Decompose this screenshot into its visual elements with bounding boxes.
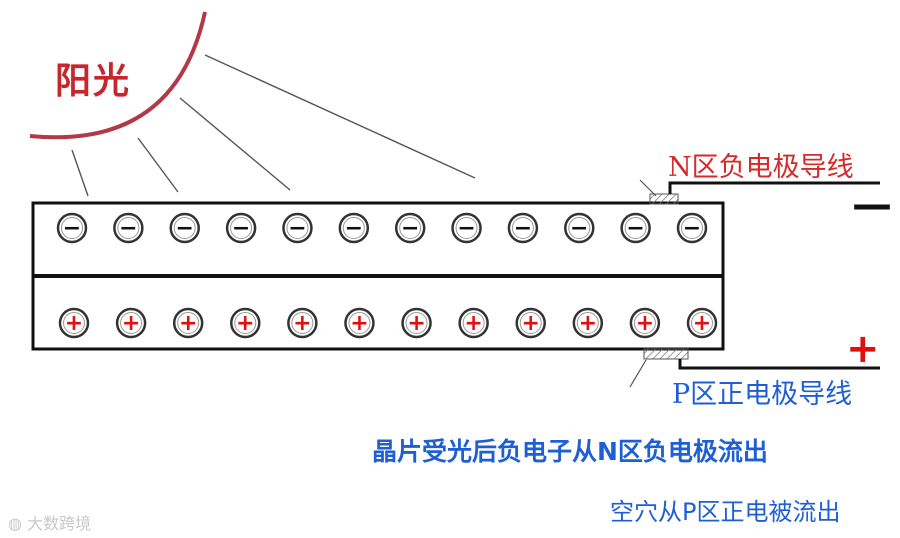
hole-charge: +	[688, 309, 716, 337]
hole-charge-symbol: +	[179, 311, 197, 336]
electron-charge-symbol: −	[570, 216, 588, 241]
hole-charge: +	[231, 309, 259, 337]
p-electrode-label: P区正电极导线	[672, 372, 852, 411]
p-contact-pointer	[630, 360, 646, 387]
hole-flow-caption: 空穴从P区正电被流出	[610, 492, 840, 527]
electron-charge: −	[678, 214, 706, 242]
electron-charge-symbol: −	[119, 216, 137, 241]
n-wire	[670, 183, 880, 194]
hole-charge: +	[517, 309, 545, 337]
electron-charge-symbol: −	[401, 216, 419, 241]
hole-charge-symbol: +	[350, 311, 368, 336]
hole-charge-symbol: +	[464, 311, 482, 336]
hole-charge: +	[403, 309, 431, 337]
light-ray	[205, 55, 475, 178]
hole-charge: +	[60, 309, 88, 337]
electron-charge-symbol: −	[457, 216, 475, 241]
positive-terminal-sign: +	[846, 326, 880, 372]
hole-charge-symbol: +	[65, 311, 83, 336]
hole-charge-symbol: +	[236, 311, 254, 336]
electron-flow-caption: 晶片受光后负电子从N区负电极流出	[372, 432, 768, 468]
electron-charge: −	[340, 214, 368, 242]
electron-charge-symbol: −	[514, 216, 532, 241]
electron-charge: −	[622, 214, 650, 242]
hole-charge: +	[574, 309, 602, 337]
sunlight-label: 阳光	[55, 52, 131, 104]
electron-charge: −	[58, 214, 86, 242]
electron-charge-symbol: −	[345, 216, 363, 241]
hole-charge-symbol: +	[122, 311, 140, 336]
electron-charge: −	[283, 214, 311, 242]
hole-charge: +	[174, 309, 202, 337]
n-electrode-contact	[650, 194, 678, 204]
n-electrode-label: N区负电极导线	[668, 145, 854, 184]
hole-charge-symbol: +	[522, 311, 540, 336]
electron-charge-symbol: −	[232, 216, 250, 241]
electron-charge-symbol: −	[63, 216, 81, 241]
electron-charge: −	[227, 214, 255, 242]
hole-charge: +	[117, 309, 145, 337]
hole-charge-symbol: +	[407, 311, 425, 336]
electron-charge-symbol: −	[176, 216, 194, 241]
electron-charge: −	[396, 214, 424, 242]
electron-charge-symbol: −	[626, 216, 644, 241]
hole-charge: +	[288, 309, 316, 337]
hole-charge-symbol: +	[293, 311, 311, 336]
p-electrode-contact	[644, 349, 688, 359]
electron-charge: −	[453, 214, 481, 242]
electron-charge: −	[114, 214, 142, 242]
electron-charge: −	[171, 214, 199, 242]
n-contact-pointer	[640, 180, 656, 196]
hole-charge-symbol: +	[693, 311, 711, 336]
watermark-icon: ◍	[8, 514, 22, 533]
hole-charge-symbol: +	[636, 311, 654, 336]
electron-charge-symbol: −	[288, 216, 306, 241]
light-rays	[72, 55, 475, 196]
electron-charge: −	[509, 214, 537, 242]
electron-charge-symbol: −	[683, 216, 701, 241]
hole-charge-symbol: +	[579, 311, 597, 336]
hole-charge: +	[631, 309, 659, 337]
watermark-logo: ◍ 大数跨境	[8, 510, 91, 534]
light-ray	[180, 98, 290, 190]
hole-charge: +	[460, 309, 488, 337]
negative-terminal-sign: —	[852, 182, 892, 228]
electron-charge: −	[565, 214, 593, 242]
watermark-text: 大数跨境	[27, 514, 91, 533]
hole-charge: +	[345, 309, 373, 337]
light-ray	[138, 138, 178, 192]
light-ray	[72, 150, 88, 196]
